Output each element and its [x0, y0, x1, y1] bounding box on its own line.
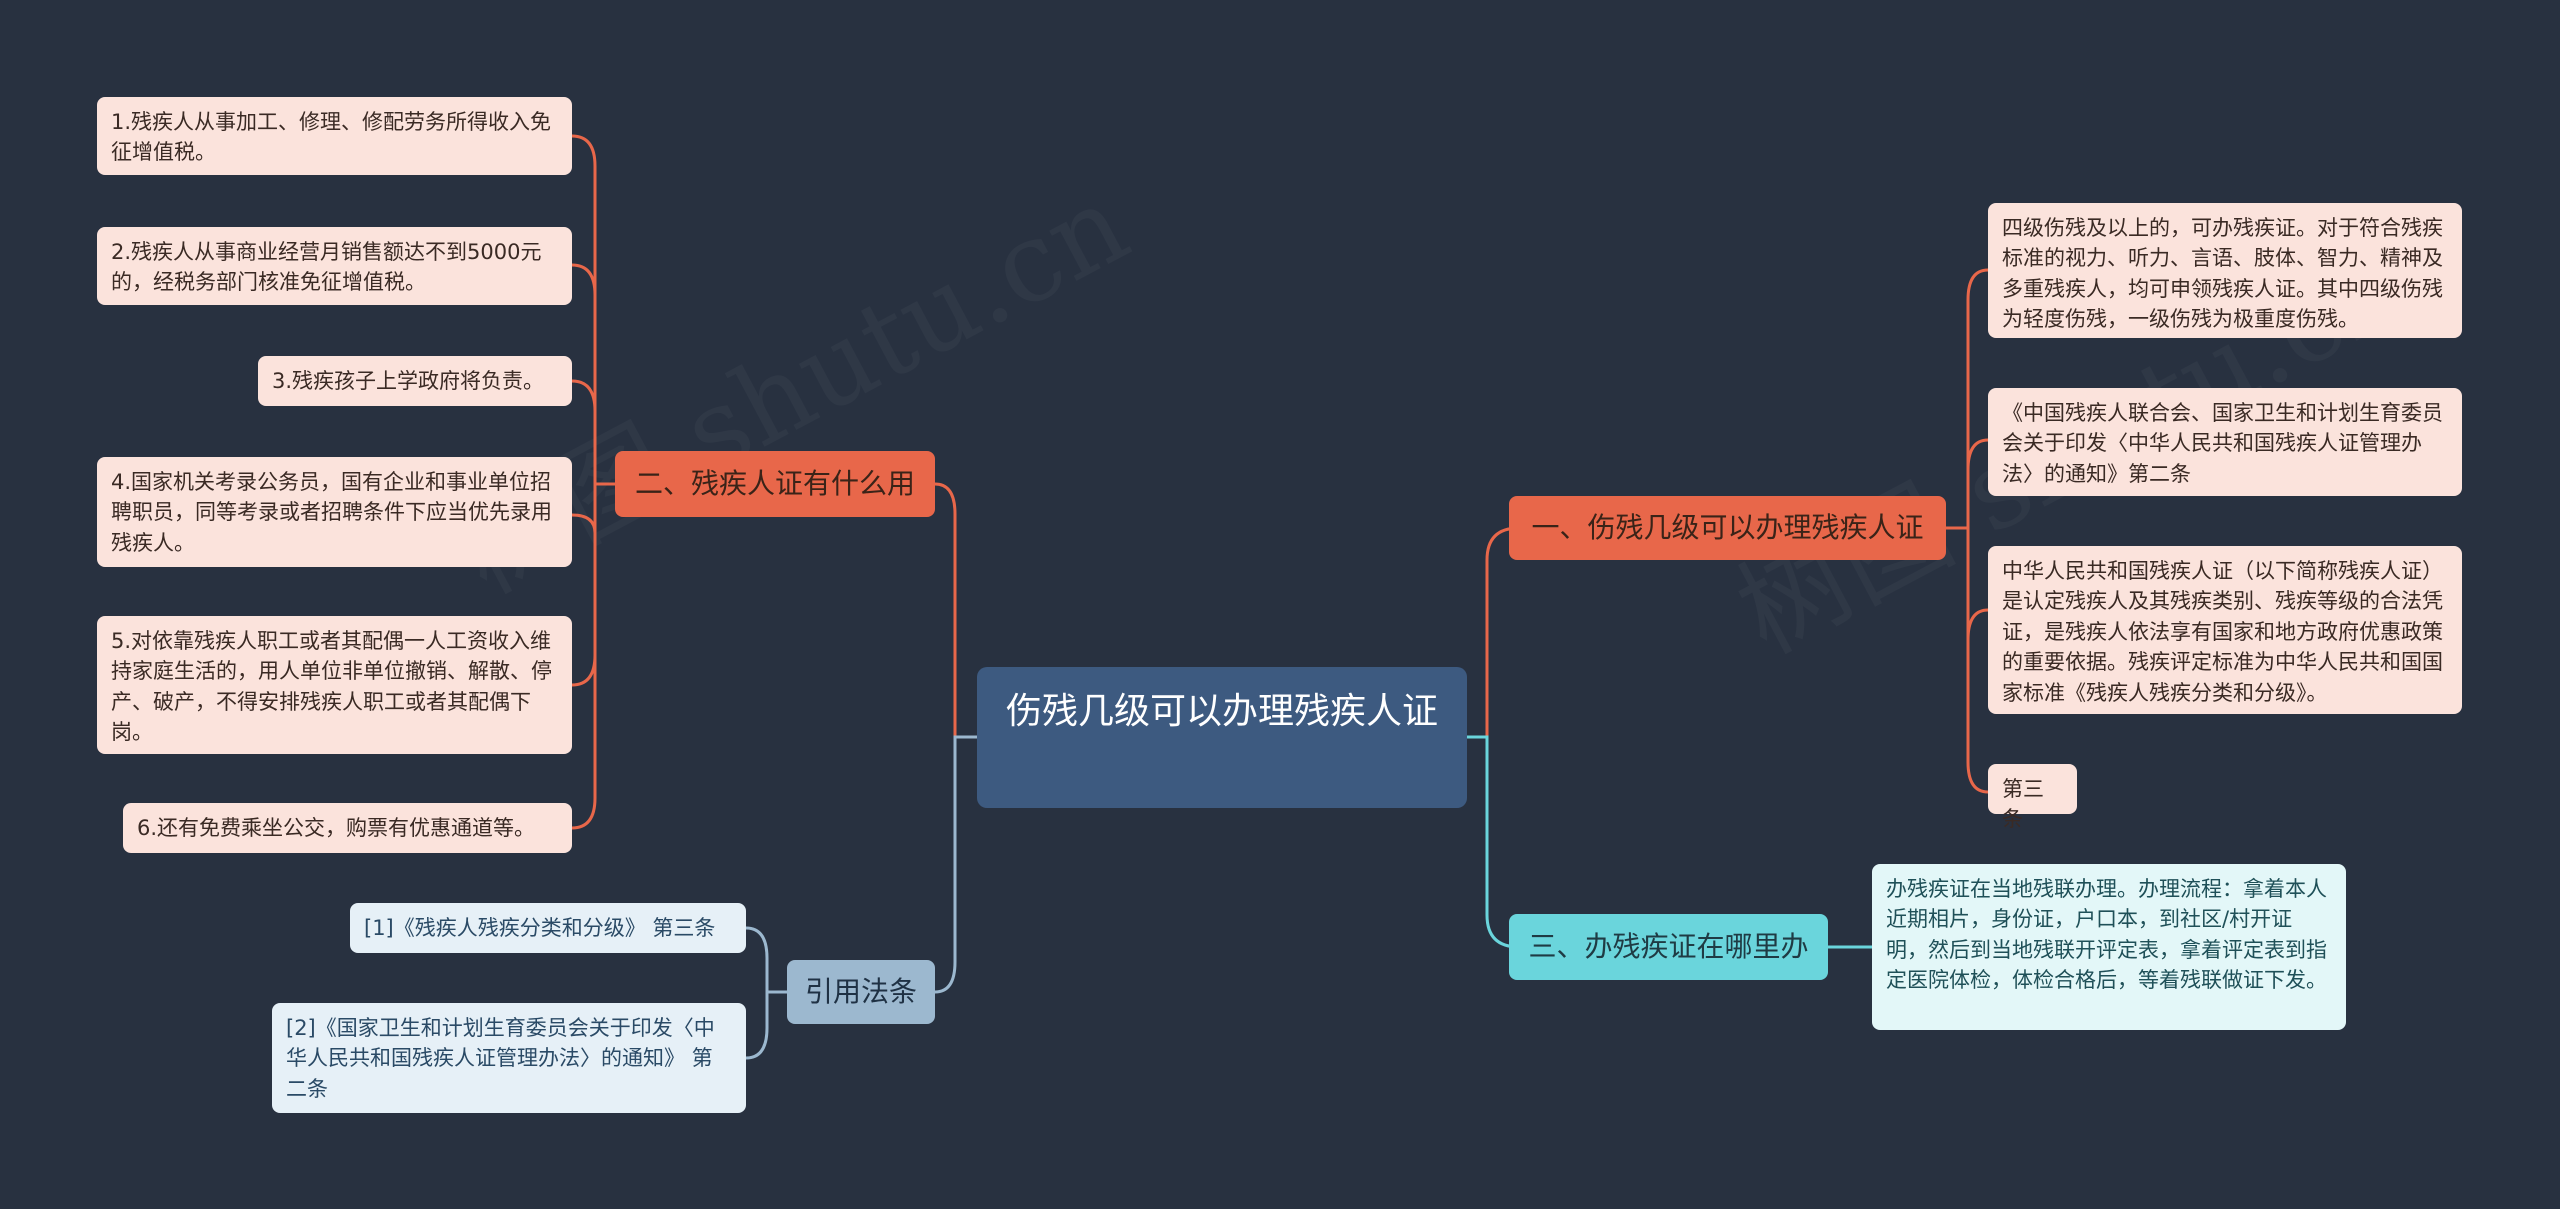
leaf-use-3[interactable]: 3.残疾孩子上学政府将负责。 [258, 356, 572, 406]
connector-root-b1 [1467, 526, 1520, 739]
leaf-use-1[interactable]: 1.残疾人从事加工、修理、修配劳务所得收入免征增值税。 [97, 97, 572, 175]
connector-b2-leaves [571, 134, 615, 830]
leaf-use-2[interactable]: 2.残疾人从事商业经营月销售额达不到5000元的，经税务部门核准免征增值税。 [97, 227, 572, 305]
leaf-notice-article-2[interactable]: 《中国残疾人联合会、国家卫生和计划生育委员会关于印发〈中华人民共和国残疾人证管理… [1988, 388, 2462, 496]
leaf-law-1[interactable]: [1]《残疾人残疾分类和分级》 第三条 [350, 903, 746, 953]
leaf-use-6[interactable]: 6.还有免费乘坐公交，购票有优惠通道等。 [123, 803, 572, 853]
branch-certificate-uses[interactable]: 二、残疾人证有什么用 [615, 451, 935, 517]
branch-where-to-apply[interactable]: 三、办残疾证在哪里办 [1509, 914, 1828, 980]
leaf-use-4[interactable]: 4.国家机关考录公务员，国有企业和事业单位招聘职员，同等考录或者招聘条件下应当优… [97, 457, 572, 567]
leaf-article-3[interactable]: 第三条 [1988, 764, 2077, 831]
leaf-use-5[interactable]: 5.对依靠残疾人职工或者其配偶一人工资收入维持家庭生活的，用人单位非单位撤销、解… [97, 616, 572, 754]
leaf-law-2[interactable]: [2]《国家卫生和计划生育委员会关于印发〈中华人民共和国残疾人证管理办法〉的通知… [272, 1003, 746, 1113]
connector-root-b4 [934, 735, 977, 994]
connector-root-b2 [934, 482, 977, 739]
leaf-certificate-definition[interactable]: 中华人民共和国残疾人证（以下简称残疾人证）是认定残疾人及其残疾类别、残疾等级的合… [1988, 546, 2462, 714]
connector-b4-leaves [745, 926, 787, 1060]
branch-how-to-apply[interactable]: 一、伤残几级可以办理残疾人证 [1509, 496, 1946, 560]
root-topic[interactable]: 伤残几级可以办理残疾人证 [977, 667, 1467, 808]
connector-b1-leaves [1946, 268, 1989, 794]
branch-cited-laws[interactable]: 引用法条 [787, 960, 935, 1024]
leaf-disability-levels[interactable]: 四级伤残及以上的，可办残疾证。对于符合残疾标准的视力、听力、言语、肢体、智力、精… [1988, 203, 2462, 338]
leaf-application-process[interactable]: 办残疾证在当地残联办理。办理流程：拿着本人近期相片，身份证，户口本，到社区/村开… [1872, 864, 2346, 1030]
